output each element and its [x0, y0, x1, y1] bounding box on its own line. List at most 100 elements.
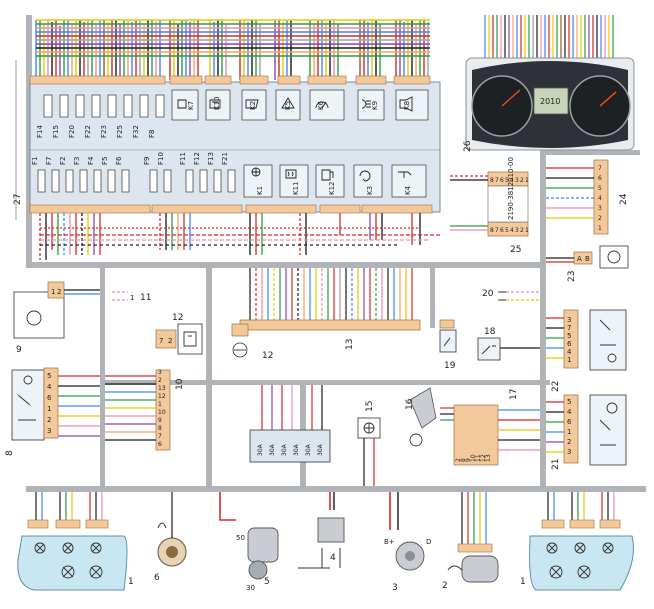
wiper-icon	[315, 101, 329, 109]
fuse-label: F12	[193, 152, 201, 165]
pin: 4	[567, 408, 572, 416]
relay-label: K8	[403, 101, 411, 110]
relay-label: K4	[404, 185, 412, 195]
pin: 1	[567, 356, 571, 364]
heater-icon	[209, 99, 221, 109]
relay-label: K5	[284, 101, 292, 110]
component-number-11: 11	[140, 293, 151, 303]
fuse-rating: 30A	[305, 443, 312, 456]
fuse-label: F32	[132, 125, 140, 138]
pin: 5	[567, 332, 571, 340]
fuse-label: F7	[45, 157, 53, 165]
component-number-17: 17	[509, 389, 519, 400]
pin: 10	[158, 409, 166, 416]
cluster-display-text: 2010	[540, 97, 560, 106]
connector-24: 1 2 3 4 5 6 7	[546, 159, 609, 235]
connector-17: 2 8 9 10 11 12 13 17	[440, 389, 540, 466]
pin: 8	[490, 177, 494, 184]
pin: B	[585, 255, 590, 263]
fuse-label: F2	[59, 157, 67, 165]
component-number-12-ground: 12	[262, 351, 273, 361]
pin: 3	[567, 316, 571, 324]
component-number-3: 3	[392, 583, 398, 593]
fog-lamp-icon	[361, 99, 371, 109]
component-number-8: 8	[5, 450, 15, 456]
pin: 6	[598, 175, 602, 182]
fuse-label: F13	[207, 152, 215, 165]
pin: 13	[485, 454, 492, 462]
pin: 1	[51, 288, 55, 296]
mounting-block: F14 F15 F20 F22 F23 F25 F32 F8 K7 K10 K2…	[29, 75, 441, 214]
pin: 5	[505, 227, 509, 234]
starter-terminal: 30	[246, 584, 255, 592]
fuel-pump-icon	[321, 169, 334, 181]
fuse-label: F11	[179, 152, 187, 165]
relay-label: K11	[292, 182, 300, 196]
pin: 3	[158, 369, 162, 376]
pin: 6	[567, 340, 572, 348]
fuse-labels-bottom: F1 F7 F2 F3 F4 F5 F6 F9 F10 F11 F12 F13 …	[31, 152, 229, 165]
fuse-label: F20	[68, 125, 76, 138]
fuse-box-7: 30A 30A 30A 30A 30A 30A	[249, 385, 331, 463]
hazard-icon	[281, 97, 295, 109]
switch-19: 19	[439, 319, 457, 371]
pin: 13	[158, 385, 166, 392]
pin: 12	[158, 393, 166, 400]
relay-label: K2	[249, 101, 257, 110]
starter: 50 30 5	[219, 492, 279, 592]
instrument-cluster: 2010	[465, 15, 635, 151]
relay-icons-top	[177, 96, 413, 112]
pin: 11	[475, 454, 482, 462]
relay-label: K10	[213, 97, 221, 111]
connector-10: 6 7 8 9 10 1 12 13 2 3 10	[105, 369, 185, 451]
component-number-24: 24	[619, 193, 629, 205]
pin: 3	[598, 205, 602, 212]
pin: 2	[57, 288, 61, 296]
component-number-4: 4	[330, 553, 336, 563]
fuse-row-bottom	[37, 169, 236, 193]
fuse-rating: 30A	[293, 443, 300, 456]
relay-labels-top: K7 K10 K2 K5 K6 K9 K8	[187, 97, 411, 111]
sensor-23: A B	[546, 245, 629, 269]
generator: B+ D 3	[384, 492, 431, 593]
pin: 8	[490, 227, 494, 234]
steering-switch-8: 5 4 6 1 2 3 8	[5, 367, 100, 456]
fuse-label: F9	[143, 157, 151, 165]
motor-icon	[26, 310, 42, 326]
pin: 7	[495, 177, 499, 184]
component-number-25: 25	[510, 245, 521, 255]
pin: 6	[500, 227, 504, 234]
pin: 4	[510, 227, 514, 234]
pin: 12	[480, 454, 487, 462]
lamp-icon	[177, 99, 187, 109]
key-icon	[398, 171, 412, 178]
heated-glass-icon	[285, 169, 297, 179]
fuse-label: F22	[84, 125, 92, 138]
fuse-label: F1	[31, 157, 39, 165]
pin: 7	[567, 324, 571, 332]
pin: 7	[598, 165, 602, 172]
pin: 10	[470, 454, 477, 462]
component-number-9: 9	[16, 345, 22, 355]
component-number-5: 5	[264, 577, 270, 587]
diagnostic-code: 2190-3812010-00	[507, 157, 515, 220]
relay-labels-bottom: K1 K11 K12 K3 K4	[256, 182, 412, 196]
left-bus	[15, 15, 32, 265]
pin: 2	[520, 227, 524, 234]
pin: A	[577, 255, 582, 263]
pin: 4	[510, 177, 514, 184]
pin: 3	[515, 227, 519, 234]
pin: 6	[500, 177, 504, 184]
relay-icons-bottom	[251, 167, 412, 182]
pin: 2	[455, 458, 462, 462]
pin: 9	[465, 458, 472, 462]
pin: 2	[520, 177, 524, 184]
block-lower-wires	[39, 213, 440, 260]
component-number-18: 18	[484, 327, 496, 337]
pin: 1	[598, 225, 602, 232]
pin: 6	[567, 418, 572, 426]
pin: 2	[598, 215, 602, 222]
pin: 1	[47, 405, 51, 413]
fuse-rating: 30A	[317, 443, 324, 456]
pin: 1	[525, 177, 529, 184]
